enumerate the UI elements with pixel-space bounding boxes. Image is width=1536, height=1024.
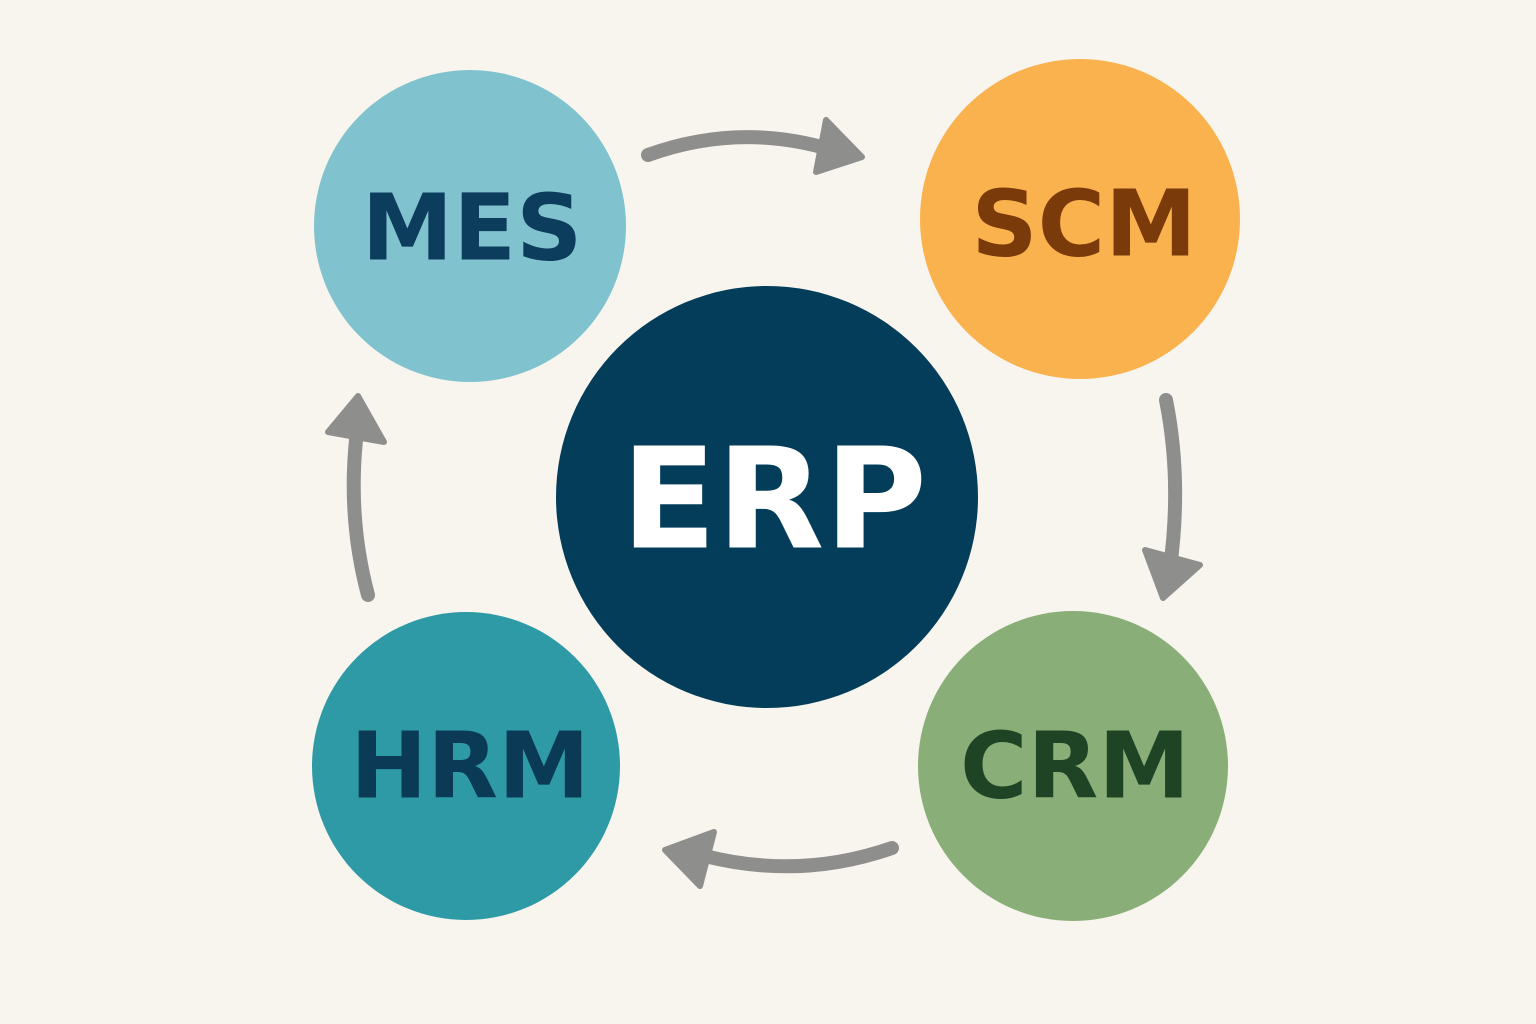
node-mes-label: MES (362, 175, 583, 282)
node-hrm: HRM (312, 612, 620, 920)
node-erp-label: ERP (621, 419, 927, 582)
node-erp-center: ERP (556, 286, 978, 708)
node-mes: MES (314, 70, 626, 382)
arrow-mes-to-scm (641, 117, 865, 175)
node-hrm-label: HRM (350, 713, 589, 820)
node-scm-label: SCM (971, 171, 1196, 278)
arrow-crm-to-hrm (662, 829, 899, 889)
arrow-scm-to-crm (1142, 393, 1203, 601)
arrow-hrm-to-mes (325, 393, 387, 602)
node-scm: SCM (920, 59, 1240, 379)
node-crm: CRM (918, 611, 1228, 921)
node-crm-label: CRM (960, 713, 1190, 820)
